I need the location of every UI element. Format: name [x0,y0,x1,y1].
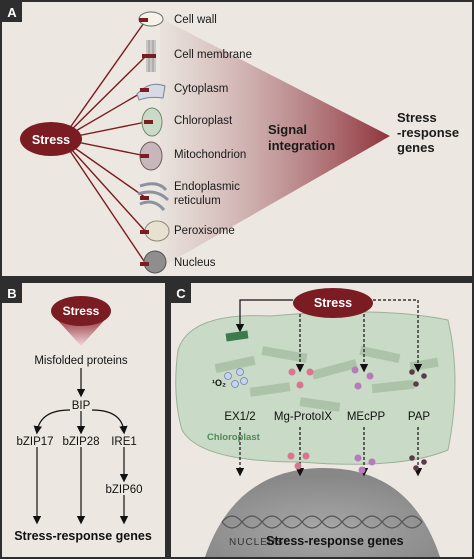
genes-a-line1: Stress [397,110,437,125]
label-cell-wall: Cell wall [174,14,217,26]
signal-integration-line1: Signal [268,122,307,137]
bip-label: BIP [72,400,91,412]
genes-b-label: Stress-response genes [14,529,152,543]
chloroplast-label: Chloroplast [207,432,261,443]
panel-a-letter-box [2,2,22,22]
misfolded-proteins-label: Misfolded proteins [34,355,128,367]
mg-protoix-dots [287,368,314,470]
panel-b-letter-box [2,283,22,303]
pap-dots [409,369,427,471]
label-peroxisome: Peroxisome [174,225,235,237]
stress-node-b [51,296,111,326]
singlet-oxygen-dots [224,368,248,388]
ex-protein-icon [225,330,249,342]
organelle-markers [139,18,156,266]
mecpp-label: MEcPP [347,411,386,423]
stress-label-a: Stress [32,133,70,147]
stress-node-a [20,122,82,156]
dna-helix-icon [221,515,423,529]
signal-integration-fan [160,18,390,268]
panel-c-stress-arrows [235,299,423,477]
label-cytoplasm: Cytoplasm [174,83,228,95]
nucleus-shape [205,467,440,557]
endoplasmic-reticulum-icon [137,182,170,212]
retrograde-signal-labels: EX1/2 Mg-ProtoIX MEcPP PAP [224,411,430,423]
label-chloroplast: Chloroplast [174,115,233,127]
bzip60-label: bZIP60 [105,484,142,496]
label-cell-membrane: Cell membrane [174,49,252,61]
stress-label-c: Stress [314,296,352,310]
panel-b-arrows [32,368,129,525]
pap-label: PAP [408,411,430,423]
ire1-label: IRE1 [111,436,137,448]
mecpp-dots [351,366,376,474]
label-endoplasmic: Endoplasmic [174,181,240,193]
panel-a-letter: A [7,5,17,20]
genes-c-label: Stress-response genes [266,534,404,548]
panel-c-letter: C [176,286,186,301]
bzip17-label: bZIP17 [16,436,53,448]
genes-a-line3: genes [397,140,435,155]
panel-b: B Stress Misfolded proteins BIP bZIP17 b… [2,283,165,557]
genes-a-line2: -response [397,125,459,140]
panel-c-letter-box [171,283,191,303]
nucleus-label: NUCLEUS [229,537,284,548]
ex-label: EX1/2 [224,411,255,423]
panel-a: A [2,2,472,276]
stress-label-b: Stress [63,304,100,318]
organelle-labels: Cell wall Cell membrane Cytoplasm Chloro… [174,14,252,269]
panel-b-letter: B [7,286,16,301]
signal-integration-line2: integration [268,138,335,153]
panel-c: C NUCLEUS Stress-response genes Stress [171,283,472,557]
mg-protoix-label: Mg-ProtoIX [274,411,332,423]
chloroplast-shape [175,311,456,465]
label-nucleus: Nucleus [174,257,216,269]
bzip28-label: bZIP28 [62,436,99,448]
thylakoid-stacks [214,345,439,412]
stress-node-c [293,288,373,318]
label-mitochondrion: Mitochondrion [174,149,246,161]
singlet-oxygen-label: ¹O₂ [212,378,226,388]
label-reticulum: reticulum [174,195,221,207]
